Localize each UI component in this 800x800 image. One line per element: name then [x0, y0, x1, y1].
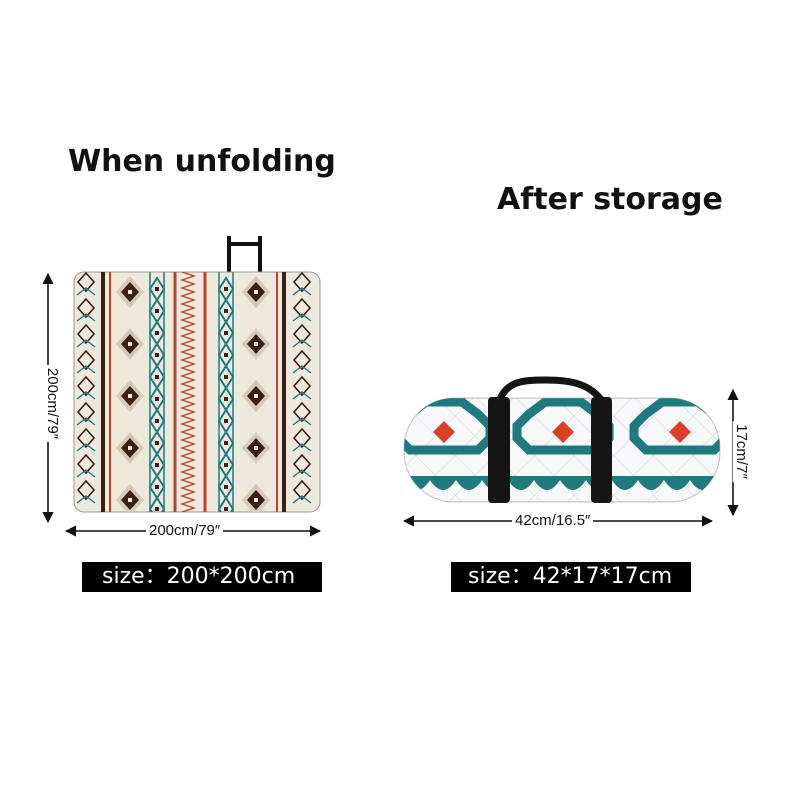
unfolded-height-label: 200cm/79″: [44, 364, 62, 443]
unfolded-heading: When unfolding: [68, 144, 336, 179]
unfolded-mat: [73, 271, 321, 513]
unfolded-width-label: 200cm/79″: [146, 522, 224, 539]
stored-heading: After storage: [497, 182, 723, 217]
rolled-mat: [403, 397, 721, 503]
folded-handle: [227, 236, 262, 272]
stored-size-badge: size：42*17*17cm: [451, 562, 691, 592]
unfolded-size-badge: size：200*200cm: [82, 562, 322, 592]
stored-diameter-label: 17cm/7″: [732, 421, 750, 482]
stored-length-label: 42cm/16.5″: [512, 512, 594, 529]
carry-strap: [488, 376, 612, 503]
